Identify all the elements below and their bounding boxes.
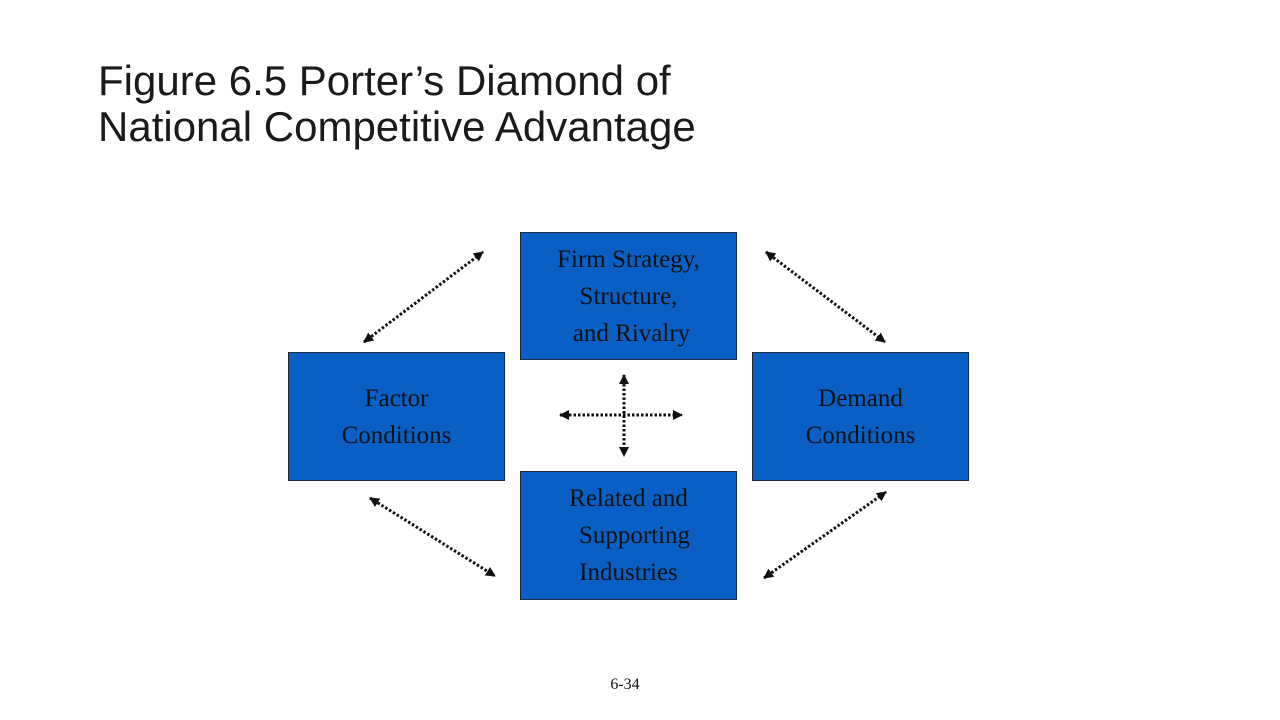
- box-label-line: and Rivalry: [572, 319, 691, 347]
- page-number: 6-34: [610, 676, 640, 693]
- box-factor-conditions: Factor Conditions: [288, 352, 505, 481]
- box-label-line: Related and: [569, 485, 688, 512]
- arrow-top-right: [765, 250, 886, 344]
- box-label-line: Industries: [579, 559, 678, 586]
- box-label-line: Structure,: [579, 282, 678, 310]
- box-related-supporting-industries: Related and Supporting Industries: [520, 471, 737, 600]
- box-firm-strategy: Firm Strategy, Structure, and Rivalry: [520, 232, 737, 360]
- box-label-line: Conditions: [805, 421, 916, 449]
- arrow-bottom-right: [763, 490, 887, 580]
- box-demand-conditions: Demand Conditions: [752, 352, 969, 481]
- arrow-left-top: [363, 250, 484, 344]
- box-label-line: Firm Strategy,: [557, 245, 700, 273]
- title-line-1: Figure 6.5 Porter’s Diamond of: [98, 57, 671, 104]
- box-label-line: Conditions: [341, 421, 452, 449]
- box-label-line: Supporting: [578, 522, 691, 549]
- box-label-line: Demand: [818, 384, 903, 412]
- arrow-left-bottom: [369, 496, 496, 578]
- box-label-line: Factor: [364, 384, 429, 412]
- slide-title: Figure 6.5 Porter’s Diamond of National …: [98, 58, 998, 150]
- title-line-2: National Competitive Advantage: [98, 103, 696, 150]
